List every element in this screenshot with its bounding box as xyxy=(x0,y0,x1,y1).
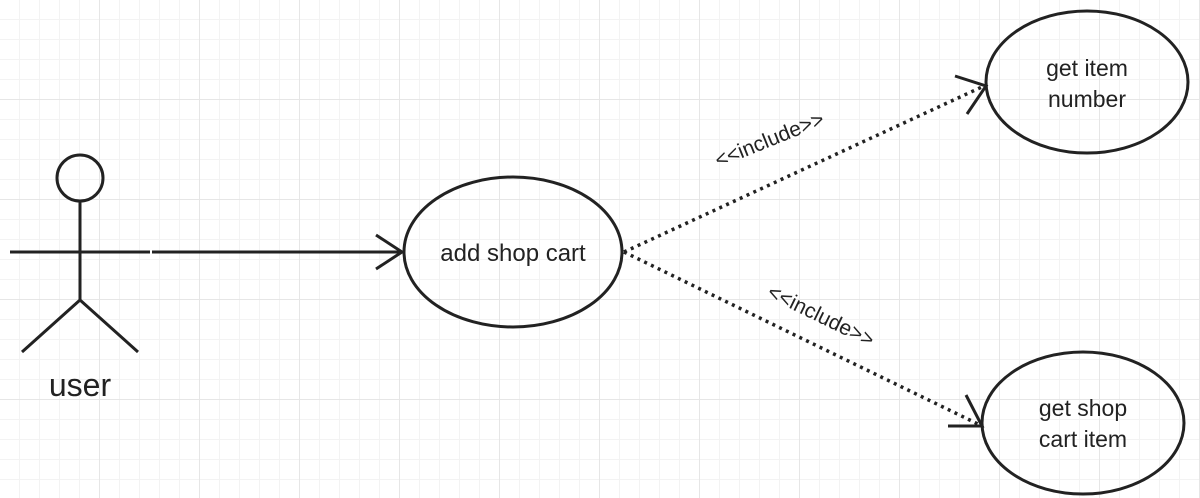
usecase-label-line1: get shop xyxy=(1039,395,1127,421)
usecase-ellipse xyxy=(984,9,1190,155)
actor-user[interactable]: user xyxy=(10,153,150,403)
include-dependency-top[interactable]: <<include>> xyxy=(623,74,989,254)
usecase-add-shop-cart[interactable]: add shop cart xyxy=(402,175,624,329)
actor-head xyxy=(55,153,105,203)
actor-left-leg xyxy=(20,298,82,354)
usecase-ellipse xyxy=(980,350,1186,496)
include-arrowhead-top xyxy=(954,74,989,115)
usecase-get-shop-cart-item[interactable]: get shop cart item xyxy=(980,350,1186,496)
actor-label: user xyxy=(49,367,112,403)
actor-right-leg xyxy=(78,298,140,354)
include-line-top xyxy=(623,84,985,254)
usecase-label-line2: number xyxy=(1048,86,1126,112)
include-arrowhead-bottom xyxy=(948,394,985,428)
usecase-label: add shop cart xyxy=(440,240,586,267)
include-line-bottom xyxy=(623,250,981,427)
include-label-top: <<include>> xyxy=(712,108,828,173)
usecase-get-item-number[interactable]: get item number xyxy=(984,9,1190,155)
association-arrowhead xyxy=(375,233,405,271)
usecase-label-line2: cart item xyxy=(1039,426,1127,452)
usecase-ellipse xyxy=(402,175,624,329)
include-label-bottom: <<include>> xyxy=(764,280,878,351)
include-dependency-bottom[interactable]: <<include>> xyxy=(623,250,985,428)
association-arrow[interactable] xyxy=(152,233,405,271)
usecase-label-line1: get item xyxy=(1046,55,1128,81)
